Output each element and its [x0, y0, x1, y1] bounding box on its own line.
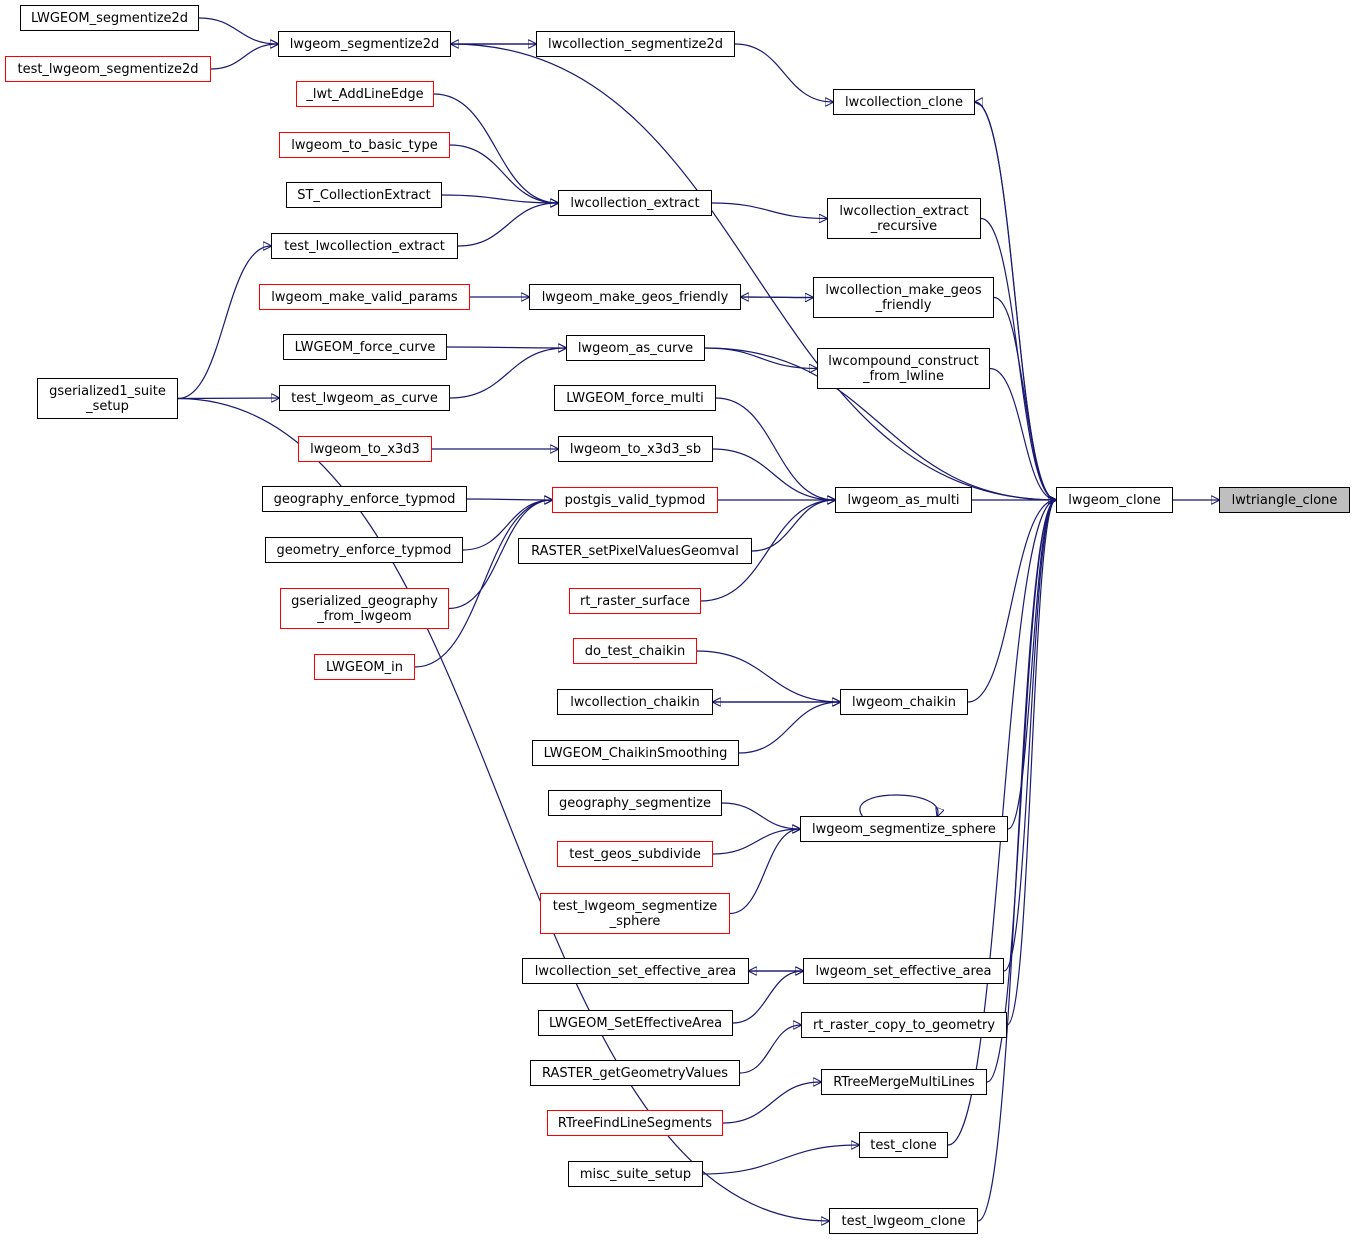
edge-lwgeom_segmentize_sphere-to-lwgeom_clone — [1007, 500, 1056, 830]
edge-test_lwgeom_as_curve-to-lwgeom_as_curve — [449, 348, 566, 399]
edge-gserialized_geography_from_lwgeom-to-postgis_valid_typmod — [448, 500, 552, 610]
node-RASTER_getGeometryValues[interactable]: RASTER_getGeometryValues — [530, 1060, 740, 1086]
edge-lwgeom_segmentize2d-to-lwgeom_clone — [450, 43, 1056, 500]
edge-lwgeom_segmentize_sphere-to-lwgeom_segmentize_sphere — [859, 794, 938, 816]
node-lwgeom_clone[interactable]: lwgeom_clone — [1056, 487, 1173, 513]
node-LWGEOM_ChaikinSmoothing[interactable]: LWGEOM_ChaikinSmoothing — [532, 740, 739, 766]
node-postgis_valid_typmod[interactable]: postgis_valid_typmod — [552, 487, 718, 513]
node-gserialized1_suite_setup[interactable]: gserialized1_suite _setup — [37, 378, 178, 419]
edge-RASTER_setPixelValuesGeomval-to-lwgeom_as_multi — [751, 500, 835, 552]
edge-LWGEOM_in-to-postgis_valid_typmod — [414, 500, 552, 668]
node-test_geos_subdivide[interactable]: test_geos_subdivide — [557, 841, 713, 867]
edge-_lwt_AddLineEdge-to-lwcollection_extract — [433, 93, 558, 203]
edge-LWGEOM_segmentize2d-to-lwgeom_segmentize2d — [198, 17, 278, 44]
node-ST_CollectionExtract[interactable]: ST_CollectionExtract — [286, 182, 442, 208]
edge-lwgeom_as_curve-to-lwgeom_clone — [704, 347, 1056, 500]
node-lwcollection_make_geos_friendly[interactable]: lwcollection_make_geos _friendly — [813, 277, 994, 318]
edge-test_lwgeom_clone-to-lwgeom_clone — [977, 500, 1056, 1222]
node-geometry_enforce_typmod[interactable]: geometry_enforce_typmod — [265, 537, 463, 563]
node-LWGEOM_force_curve[interactable]: LWGEOM_force_curve — [283, 334, 447, 360]
node-gserialized_geography_from_lwgeom[interactable]: gserialized_geography _from_lwgeom — [280, 588, 449, 629]
node-lwcollection_clone[interactable]: lwcollection_clone — [833, 89, 975, 115]
edge-ST_CollectionExtract-to-lwcollection_extract — [441, 194, 558, 203]
node-lwgeom_as_multi[interactable]: lwgeom_as_multi — [835, 487, 972, 513]
node-rt_raster_surface[interactable]: rt_raster_surface — [569, 588, 701, 614]
edge-gserialized1_suite_setup-to-test_lwgeom_as_curve — [177, 398, 279, 399]
edge-lwgeom_to_basic_type-to-lwcollection_extract — [449, 144, 558, 203]
node-lwcollection_extract[interactable]: lwcollection_extract — [558, 190, 712, 216]
edge-RTreeFindLineSegments-to-RTreeMergeMultiLines — [722, 1082, 821, 1124]
node-lwgeom_to_x3d3[interactable]: lwgeom_to_x3d3 — [298, 436, 432, 462]
node-lwtriangle_clone: lwtriangle_clone — [1219, 487, 1350, 513]
node-lwcollection_chaikin[interactable]: lwcollection_chaikin — [557, 689, 713, 715]
node-misc_suite_setup[interactable]: misc_suite_setup — [568, 1161, 703, 1187]
node-test_lwgeom_segmentize_sphere[interactable]: test_lwgeom_segmentize _sphere — [540, 893, 730, 934]
node-rt_raster_copy_to_geometry[interactable]: rt_raster_copy_to_geometry — [801, 1012, 1007, 1038]
edge-geography_segmentize-to-lwgeom_segmentize_sphere — [721, 802, 800, 829]
node-lwcollection_set_effective_area[interactable]: lwcollection_set_effective_area — [522, 958, 749, 984]
node-lwgeom_as_curve[interactable]: lwgeom_as_curve — [566, 335, 705, 361]
edge-LWGEOM_SetEffectiveArea-to-lwgeom_set_effective_area — [732, 971, 803, 1024]
edge-geography_enforce_typmod-to-postgis_valid_typmod — [466, 499, 552, 500]
node-LWGEOM_segmentize2d[interactable]: LWGEOM_segmentize2d — [20, 5, 199, 31]
edge-test_lwgeom_segmentize_sphere-to-lwgeom_segmentize_sphere — [729, 829, 800, 915]
edge-rt_raster_surface-to-lwgeom_as_multi — [700, 500, 835, 602]
node-test_lwgeom_clone[interactable]: test_lwgeom_clone — [829, 1208, 978, 1234]
node-RTreeFindLineSegments[interactable]: RTreeFindLineSegments — [547, 1110, 723, 1136]
node-lwgeom_set_effective_area[interactable]: lwgeom_set_effective_area — [803, 958, 1004, 984]
edge-lwgeom_chaikin-to-lwgeom_clone — [967, 500, 1056, 703]
node-RASTER_setPixelValuesGeomval[interactable]: RASTER_setPixelValuesGeomval — [518, 538, 752, 564]
edge-gserialized1_suite_setup-to-test_lwgeom_clone — [177, 397, 829, 1222]
node-geography_segmentize[interactable]: geography_segmentize — [548, 790, 722, 816]
node-test_lwgeom_segmentize2d[interactable]: test_lwgeom_segmentize2d — [5, 56, 211, 82]
edge-LWGEOM_force_curve-to-lwgeom_as_curve — [446, 347, 566, 348]
edge-lwgeom_set_effective_area-to-lwgeom_clone — [1003, 500, 1056, 972]
edge-LWGEOM_force_multi-to-lwgeom_as_multi — [715, 397, 835, 500]
node-test_lwcollection_extract[interactable]: test_lwcollection_extract — [271, 233, 458, 259]
edge-lwgeom_to_x3d3_sb-to-lwgeom_as_multi — [712, 448, 835, 500]
edge-do_test_chaikin-to-lwgeom_chaikin — [696, 650, 840, 702]
node-lwcompound_construct_from_lwline[interactable]: lwcompound_construct _from_lwline — [817, 348, 990, 389]
node-test_lwgeom_as_curve[interactable]: test_lwgeom_as_curve — [279, 385, 450, 411]
edge-lwcollection_extract-to-lwcollection_extract_recursive — [711, 202, 827, 219]
node-lwgeom_make_geos_friendly[interactable]: lwgeom_make_geos_friendly — [529, 284, 741, 310]
edge-lwcollection_make_geos_friendly-to-lwgeom_clone — [993, 296, 1056, 501]
node-lwgeom_segmentize_sphere[interactable]: lwgeom_segmentize_sphere — [800, 816, 1008, 842]
node-lwcollection_segmentize2d[interactable]: lwcollection_segmentize2d — [536, 31, 735, 57]
edge-lwcollection_segmentize2d-to-lwcollection_clone — [734, 43, 833, 102]
node-lwgeom_chaikin[interactable]: lwgeom_chaikin — [840, 689, 968, 715]
node-lwcollection_extract_recursive[interactable]: lwcollection_extract _recursive — [827, 198, 981, 239]
node-test_clone[interactable]: test_clone — [859, 1132, 948, 1158]
node-_lwt_AddLineEdge[interactable]: _lwt_AddLineEdge — [296, 81, 434, 107]
edge-LWGEOM_ChaikinSmoothing-to-lwgeom_chaikin — [738, 702, 840, 754]
node-do_test_chaikin[interactable]: do_test_chaikin — [573, 638, 697, 664]
node-lwgeom_segmentize2d[interactable]: lwgeom_segmentize2d — [278, 31, 451, 57]
edge-misc_suite_setup-to-test_clone — [702, 1145, 859, 1175]
node-LWGEOM_force_multi[interactable]: LWGEOM_force_multi — [554, 385, 716, 411]
node-geography_enforce_typmod[interactable]: geography_enforce_typmod — [262, 486, 467, 512]
edge-lwcompound_construct_from_lwline-to-lwgeom_clone — [989, 367, 1056, 501]
node-lwgeom_to_x3d3_sb[interactable]: lwgeom_to_x3d3_sb — [558, 436, 713, 462]
node-LWGEOM_in[interactable]: LWGEOM_in — [314, 654, 415, 680]
edge-gserialized1_suite_setup-to-test_lwcollection_extract — [177, 246, 271, 400]
node-lwgeom_to_basic_type[interactable]: lwgeom_to_basic_type — [279, 132, 450, 158]
edge-test_geos_subdivide-to-lwgeom_segmentize_sphere — [712, 829, 800, 855]
node-LWGEOM_SetEffectiveArea[interactable]: LWGEOM_SetEffectiveArea — [538, 1010, 733, 1036]
node-RTreeMergeMultiLines[interactable]: RTreeMergeMultiLines — [821, 1069, 987, 1095]
edge-RTreeMergeMultiLines-to-lwgeom_clone — [986, 500, 1056, 1083]
edge-lwgeom_as_curve-to-lwcompound_construct_from_lwline — [704, 347, 817, 369]
edge-rt_raster_copy_to_geometry-to-lwgeom_clone — [1006, 500, 1056, 1026]
edge-test_lwcollection_extract-to-lwcollection_extract — [457, 203, 558, 247]
edge-RASTER_getGeometryValues-to-rt_raster_copy_to_geometry — [739, 1025, 801, 1074]
edge-test_lwgeom_segmentize2d-to-lwgeom_segmentize2d — [210, 44, 278, 70]
edge-lwcollection_make_geos_friendly-to-lwgeom_make_geos_friendly — [741, 297, 814, 298]
node-lwgeom_make_valid_params[interactable]: lwgeom_make_valid_params — [259, 284, 470, 310]
